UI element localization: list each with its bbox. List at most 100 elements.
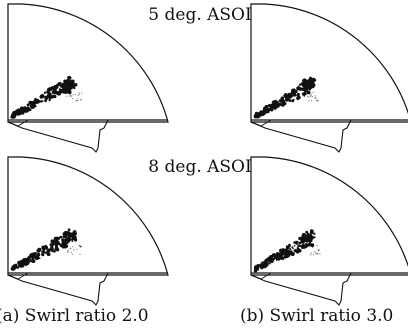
vapor-dot [76,100,78,102]
spray-droplet [23,262,26,265]
vapor-dot [79,245,81,247]
spray-droplet [16,266,20,269]
vapor-dot [67,250,69,252]
spray-droplet [51,86,55,90]
vapor-dot [77,97,79,99]
spray-droplet [281,249,285,253]
piston-bowl [250,272,352,306]
vapor-dot [308,96,310,98]
spray-droplet [287,244,291,248]
vapor-dot [316,253,318,255]
spray-droplet [306,233,308,235]
spray-droplet [67,90,72,95]
vapor-dot [70,251,72,253]
spray-droplet [34,97,37,100]
spray-droplet [46,94,50,98]
spray-droplet [282,256,285,259]
spray-droplet [261,111,266,116]
spray-droplet [296,96,300,101]
spray-droplet [260,111,263,114]
row-label-8-deg: 8 deg. ASOI [148,157,252,177]
spray-droplet [29,101,32,104]
spray-droplet [74,238,78,242]
column-label-swirl-3: (b) Swirl ratio 3.0 [240,306,394,326]
spray-droplet [306,80,310,84]
spray-droplet [287,98,291,101]
vapor-dot [309,92,311,94]
spray-droplet [302,85,306,88]
vapor-dot [76,249,78,251]
spray-droplet [67,230,70,234]
spray-droplet [41,250,43,253]
vapor-dot [305,93,307,95]
vapor-dot [77,94,79,97]
spray-droplet [309,230,314,235]
spray-plume [253,229,321,273]
spray-droplet [274,99,278,103]
spray-plume [10,228,82,271]
spray-droplet [65,85,69,90]
spray-droplet [44,251,48,254]
spray-droplet [283,94,286,97]
spray-droplet [60,235,63,239]
piston-bowl [7,119,109,153]
spray-droplet [289,253,293,256]
spray-droplet [299,83,302,86]
spray-droplet [53,250,56,253]
vapor-dot [65,95,67,97]
spray-droplet [260,263,264,267]
spray-droplet [298,241,302,245]
spray-droplet [33,251,37,256]
sector-outline [7,156,169,276]
spray-droplet [306,88,309,91]
spray-droplet [296,241,299,244]
spray-droplet [42,251,46,254]
vapor-dot [70,95,72,97]
vapor-dot [81,92,83,94]
vapor-dot [314,97,316,99]
vapor-dot [67,251,69,254]
spray-droplet [46,90,50,94]
spray-droplet [52,91,54,93]
spray-droplet [303,95,306,97]
spray-droplet [73,232,76,235]
spray-droplet [37,257,40,260]
spray-droplet [27,259,31,263]
spray-droplet [13,264,17,268]
spray-droplet [26,103,30,107]
spray-droplet [54,245,59,250]
spray-droplet [296,247,300,251]
spray-droplet [63,234,68,239]
spray-droplet [281,100,284,102]
vapor-dot [310,93,312,95]
vapor-dot [68,95,70,97]
spray-droplet [71,232,74,235]
spray-droplet [272,253,276,257]
spray-droplet [302,87,305,91]
spray-droplet [265,109,270,114]
spray-droplet [302,235,304,238]
vapor-dot [72,98,74,100]
vapor-dot [314,95,316,97]
vapor-dot [308,100,310,102]
spray-droplet [70,80,75,84]
spray-droplet [280,251,285,256]
spray-droplet [294,248,297,251]
vapor-dot [312,91,314,93]
spray-droplet [31,103,35,107]
vapor-dot [71,253,73,255]
spray-droplet [260,266,264,270]
vapor-dot [310,94,312,96]
spray-droplet [257,265,260,268]
spray-droplet [12,267,15,270]
injector-tip [250,272,272,280]
vapor-dot [317,100,319,102]
vapor-dot [75,94,77,96]
sector-outline [7,3,169,123]
spray-droplet [269,262,271,265]
panel-b-5 [250,3,408,153]
spray-droplet [69,86,72,89]
spray-droplet [18,108,21,111]
